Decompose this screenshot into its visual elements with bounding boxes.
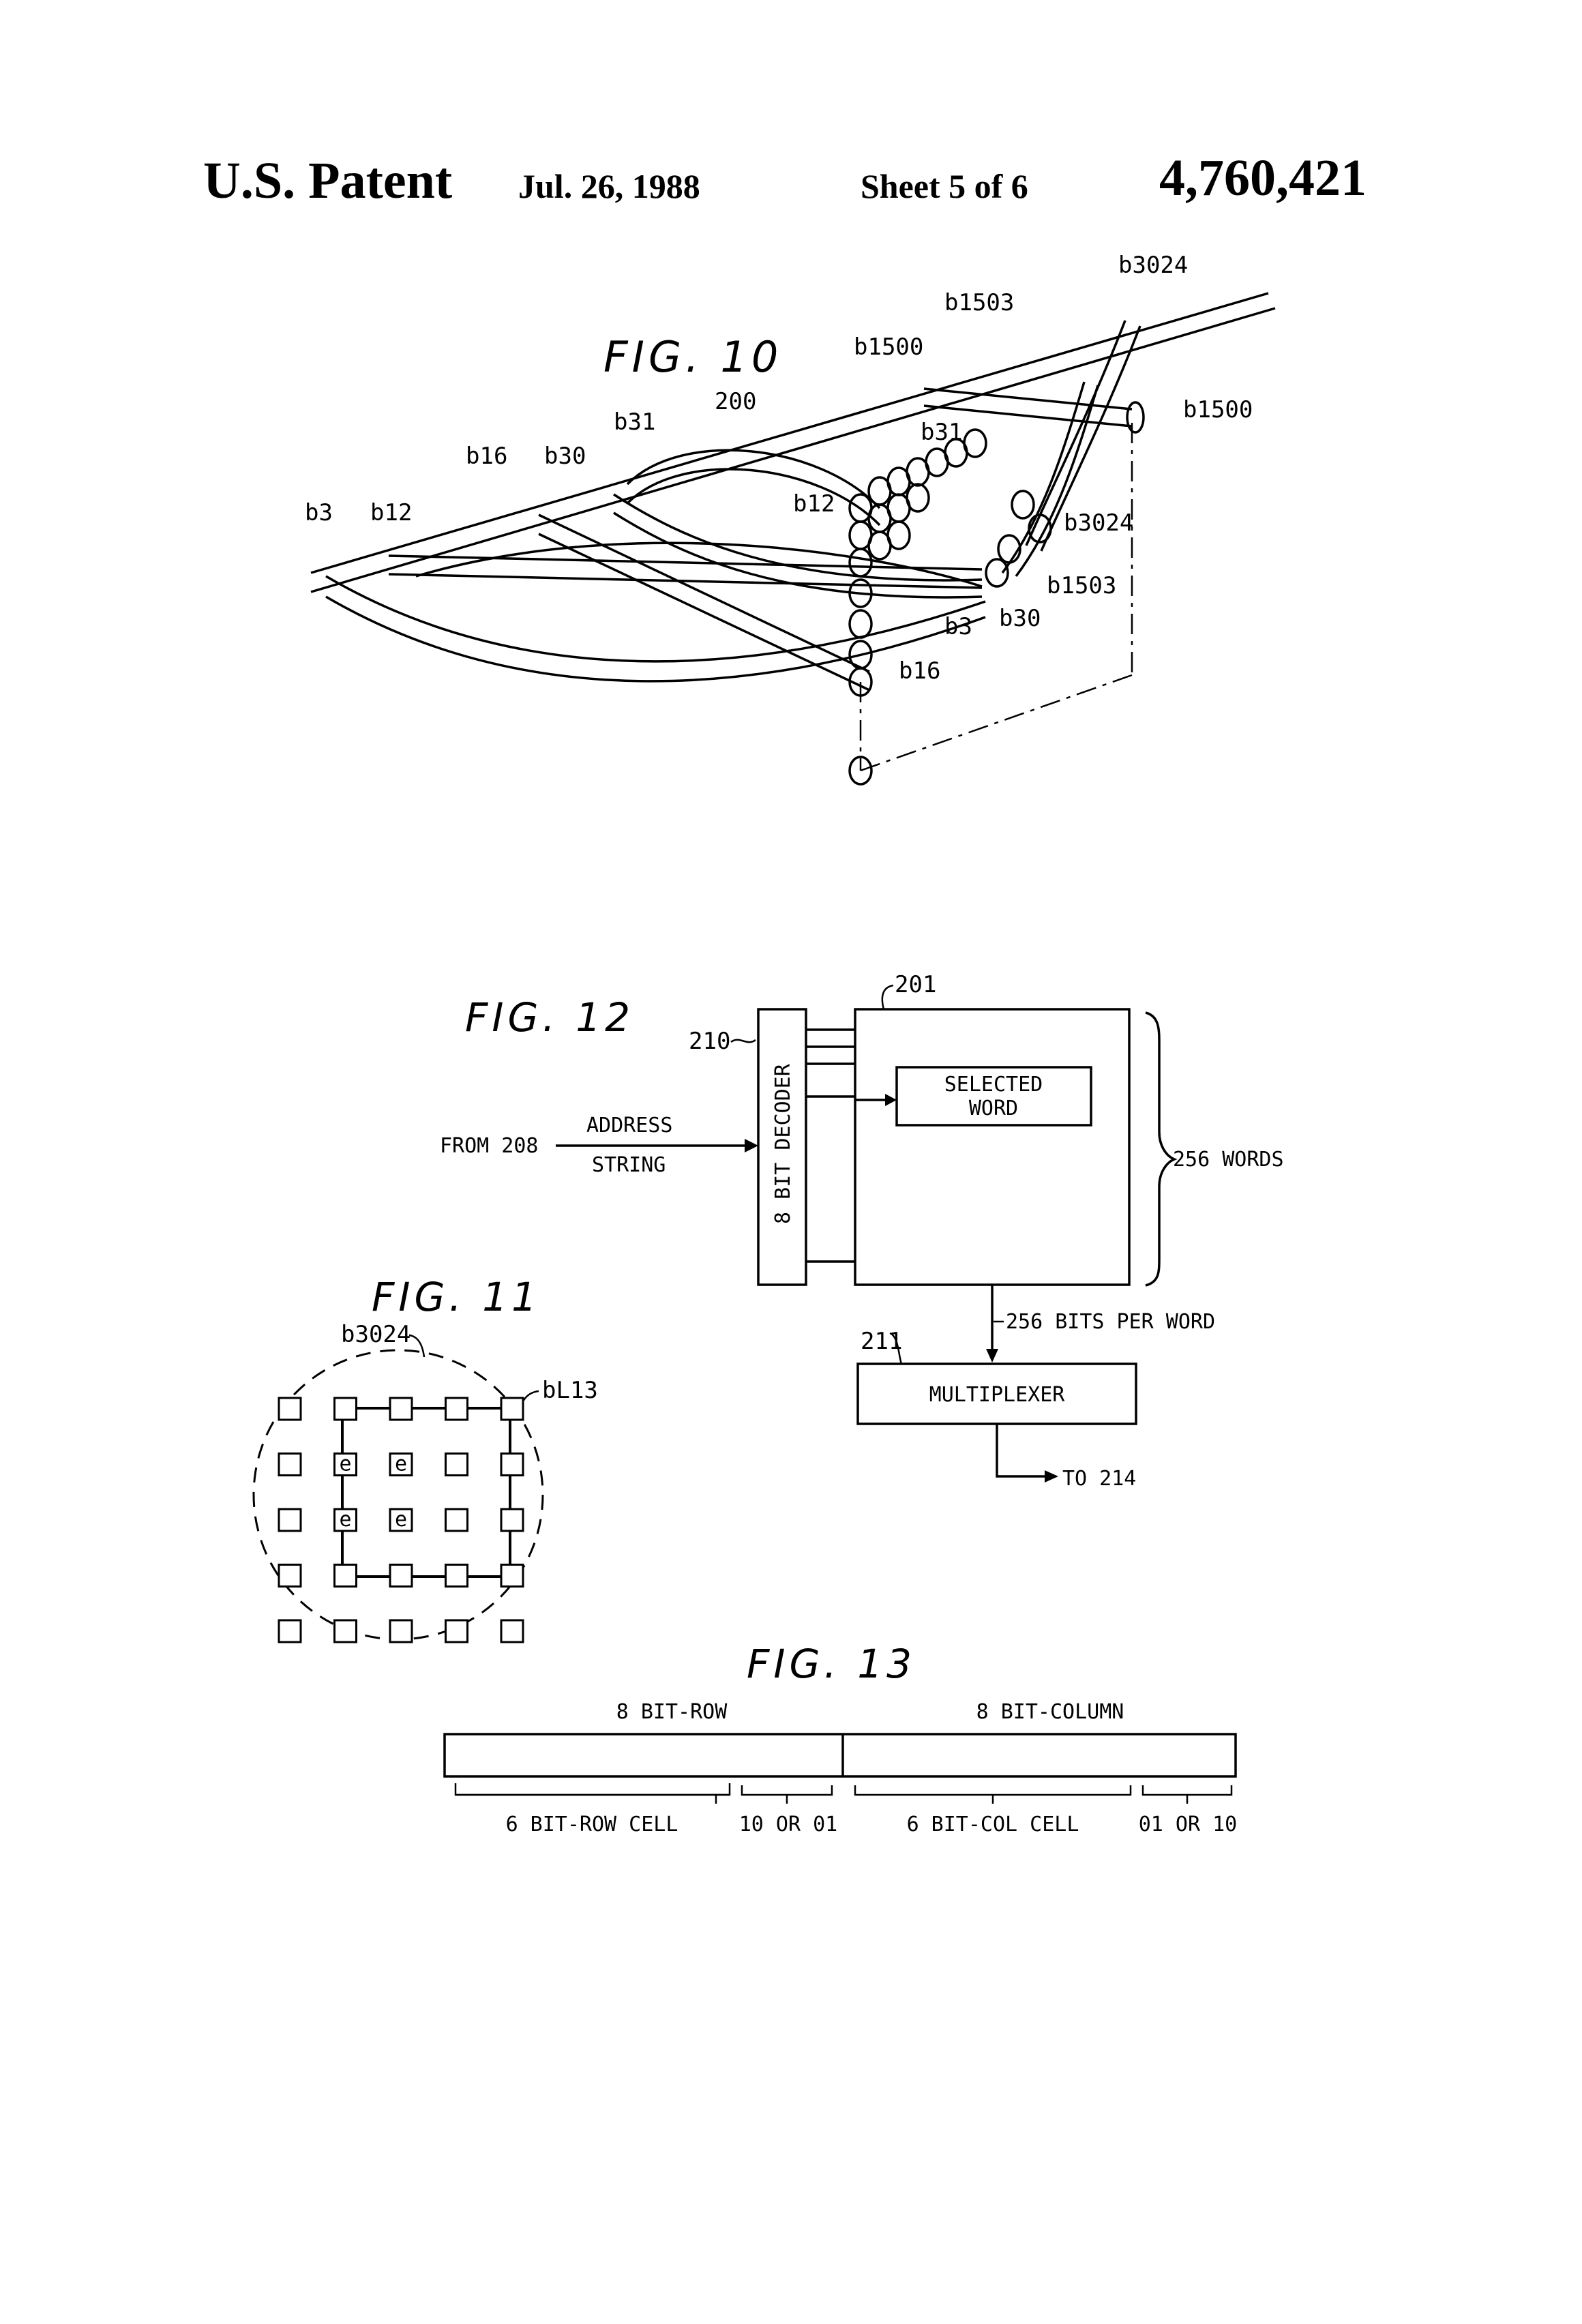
fig-10-labels: b3024 b1503 b1500 b1500 200 b31 b31 b16 … [305, 252, 1253, 685]
fiber-square-outline [342, 1408, 510, 1577]
cell-grid: e e e e [279, 1398, 523, 1642]
fiber-outline-circle [254, 1350, 543, 1639]
label-ref-200: 200 [715, 388, 756, 415]
segment-braces [456, 1783, 1232, 1804]
mux-output-arrowhead [1045, 1470, 1058, 1483]
fig-10-upper-rail [311, 293, 1275, 592]
b3024-label: b3024 [341, 1321, 411, 1348]
label-ref-201: 201 [895, 971, 936, 998]
label-ref-210: 210 [689, 1028, 730, 1055]
patent-number: 4,760,421 [1159, 149, 1367, 207]
seg-01-or-10: 01 OR 10 [1139, 1813, 1238, 1836]
bits-label: 256 BITS PER WORD [1006, 1310, 1215, 1334]
fig-13: FIG. 13 8 BIT-ROW 8 BIT-COLUMN 6 BIT-ROW… [445, 1641, 1237, 1836]
label-b30-top: b30 [544, 443, 586, 470]
grid-cell [501, 1398, 523, 1420]
seg-10-or-01: 10 OR 01 [739, 1813, 838, 1836]
fig-13-title: FIG. 13 [747, 1641, 916, 1687]
page-header: U.S. Patent Jul. 26, 1988 Sheet 5 of 6 4… [203, 149, 1367, 209]
grid-cell-mark: e [395, 1508, 407, 1532]
sheet-number: Sheet 5 of 6 [861, 167, 1028, 205]
words-brace [1146, 1013, 1174, 1285]
patent-label: U.S. Patent [203, 152, 452, 209]
mux-output-line [997, 1424, 1049, 1476]
row-header: 8 BIT-ROW [616, 1700, 728, 1724]
grid-cell [501, 1565, 523, 1587]
selected-word-line1: SELECTED [944, 1073, 1043, 1097]
address-label-1: ADDRESS [586, 1114, 672, 1137]
multiplexer-label: MULTIPLEXER [929, 1383, 1066, 1407]
label-b16-bot: b16 [899, 657, 940, 685]
grid-cell [279, 1565, 301, 1587]
grid-cell [501, 1620, 523, 1642]
grid-cell [501, 1454, 523, 1476]
to-214-label: TO 214 [1062, 1467, 1136, 1491]
grid-cell [446, 1509, 468, 1531]
label-b1500-left: b1500 [854, 333, 923, 361]
label-b3024-mid: b3024 [1064, 509, 1133, 537]
leader-210 [731, 1040, 756, 1043]
label-b12-top: b12 [370, 499, 412, 526]
label-b1500-right: b1500 [1183, 396, 1253, 423]
grid-cell [446, 1620, 468, 1642]
grid-cell [335, 1620, 357, 1642]
decoder-word-lines [806, 1030, 855, 1262]
label-b30-mid: b30 [999, 605, 1041, 632]
words-label: 256 WORDS [1173, 1148, 1284, 1172]
fig-10-title: FIG. 10 [603, 332, 782, 382]
label-b3-top: b3 [305, 499, 333, 526]
grid-cell [446, 1565, 468, 1587]
label-b3024-top: b3024 [1118, 252, 1188, 279]
label-b31-top: b31 [614, 408, 655, 436]
label-b1503-top: b1503 [944, 289, 1014, 316]
grid-cell [390, 1565, 412, 1587]
grid-cell [335, 1398, 357, 1420]
decoder-label: 8 BIT DECODER [771, 1063, 795, 1224]
seg-col-cell: 6 BIT-COL CELL [907, 1813, 1079, 1836]
memory-array-201 [855, 1009, 1129, 1285]
fig-12: FIG. 12 201 8 BIT DECODER 210 SELECTED W… [440, 971, 1284, 1491]
label-b31-mid: b31 [921, 419, 962, 446]
from-208-label: FROM 208 [440, 1134, 539, 1158]
address-word-bar [445, 1734, 1236, 1776]
fig-11: FIG. 11 b3024 bL13 e e e e [254, 1274, 598, 1642]
grid-cell [446, 1398, 468, 1420]
grid-cell [279, 1398, 301, 1420]
leader-201 [882, 985, 893, 1009]
grid-cell-mark: e [395, 1452, 407, 1476]
grid-cell [279, 1454, 301, 1476]
fig-11-title: FIG. 11 [372, 1274, 541, 1320]
grid-cell [446, 1454, 468, 1476]
address-arrowhead [745, 1139, 758, 1152]
b3024-leader [409, 1335, 424, 1357]
grid-cell [390, 1620, 412, 1642]
grid-cell [279, 1620, 301, 1642]
grid-cell [390, 1398, 412, 1420]
selected-word-line2: WORD [969, 1097, 1018, 1120]
fig-10: FIG. 10 [305, 252, 1275, 784]
grid-cell-mark: e [339, 1508, 351, 1532]
patent-date: Jul. 26, 1988 [518, 167, 700, 205]
grid-cell [335, 1565, 357, 1587]
col-header: 8 BIT-COLUMN [976, 1700, 1124, 1724]
label-b3-mid: b3 [944, 613, 972, 640]
seg-row-cell: 6 BIT-ROW CELL [506, 1813, 678, 1836]
label-b16-top: b16 [466, 443, 507, 470]
grid-cell [279, 1509, 301, 1531]
address-label-2: STRING [592, 1153, 666, 1177]
bl13-label: bL13 [542, 1377, 598, 1404]
label-b1503-mid: b1503 [1047, 572, 1116, 599]
array-to-mux-arrowhead [986, 1349, 998, 1362]
grid-cell [501, 1509, 523, 1531]
fig-12-title: FIG. 12 [465, 994, 634, 1041]
label-b12-mid: b12 [793, 490, 835, 518]
grid-cell-mark: e [339, 1452, 351, 1476]
